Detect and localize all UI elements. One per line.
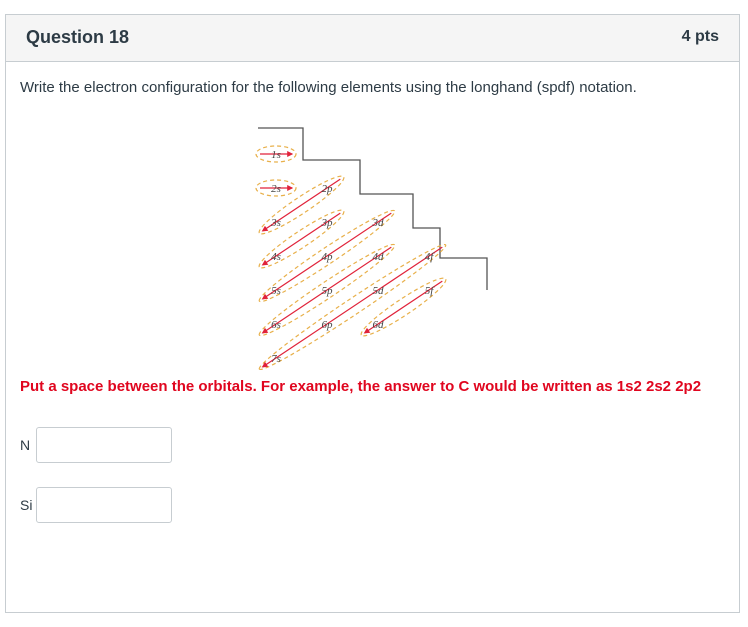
question-header: Question 18 4 pts [6,15,739,62]
diagonal-outline [255,179,297,197]
diagonal-outline [255,145,297,163]
diagonal-arrows [255,145,447,371]
orbital-label-2s: 2s [271,183,281,195]
orbital-label-6d: 6d [373,319,385,331]
orbital-labels: 1s 2s 2p 3s 3p 3d 4s 4p 4d 4f 5s 5p 5d 5f 6s 6p 6d 7s [270,149,435,365]
orbital-label-5s: 5s [271,285,281,297]
diagonal-arrow [261,246,443,368]
staircase-outline [258,127,488,290]
orbital-label-6s: 6s [271,319,281,331]
orbital-label-2p: 2p [322,183,334,195]
orbital-label-3p: 3p [321,217,334,229]
diagonal-outline [258,209,345,269]
orbital-label-6p: 6p [322,319,334,331]
answer-row-si: Si [20,486,172,524]
answer-input-n[interactable] [36,427,172,463]
answer-label-n: N [20,437,31,453]
answer-input-si[interactable] [36,487,172,523]
diagonal-outline [258,243,447,371]
diagonal-arrow [363,280,443,334]
orbital-label-7s: 7s [271,353,281,365]
orbital-label-4f: 4f [425,251,436,263]
answer-row-n: N [20,426,172,464]
diagonal-arrow [261,212,392,300]
orbital-label-4d: 4d [373,251,385,263]
question-prompt: Write the electron configuration for the… [20,79,637,96]
orbital-label-5f: 5f [425,285,436,297]
orbital-label-5d: 5d [373,285,385,297]
orbital-label-4p: 4p [322,251,334,263]
diagonal-outline [258,209,396,303]
orbital-label-3s: 3s [270,217,281,229]
diagonal-outline [258,243,396,337]
orbital-label-3d: 3d [372,217,385,229]
diagonal-outline [360,277,447,337]
diagonal-outline [258,175,345,235]
aufbau-diagram: 1s 2s 2p 3s 3p 3d 4s 4p 4d 4f 5s 5p 5d 5f 6s 6p 6d 7s [255,127,488,371]
orbital-label-5p: 5p [322,285,334,297]
diagonal-arrow [261,178,341,232]
question-title: Question 18 [26,27,130,47]
answer-label-si: Si [20,497,33,513]
diagonal-arrow [261,246,392,334]
question-points: 4 pts [681,28,719,45]
orbital-label-4s: 4s [271,251,281,263]
diagonal-arrow [261,212,341,266]
instruction-text: Put a space between the orbitals. For ex… [20,378,702,395]
orbital-label-1s: 1s [271,149,281,161]
